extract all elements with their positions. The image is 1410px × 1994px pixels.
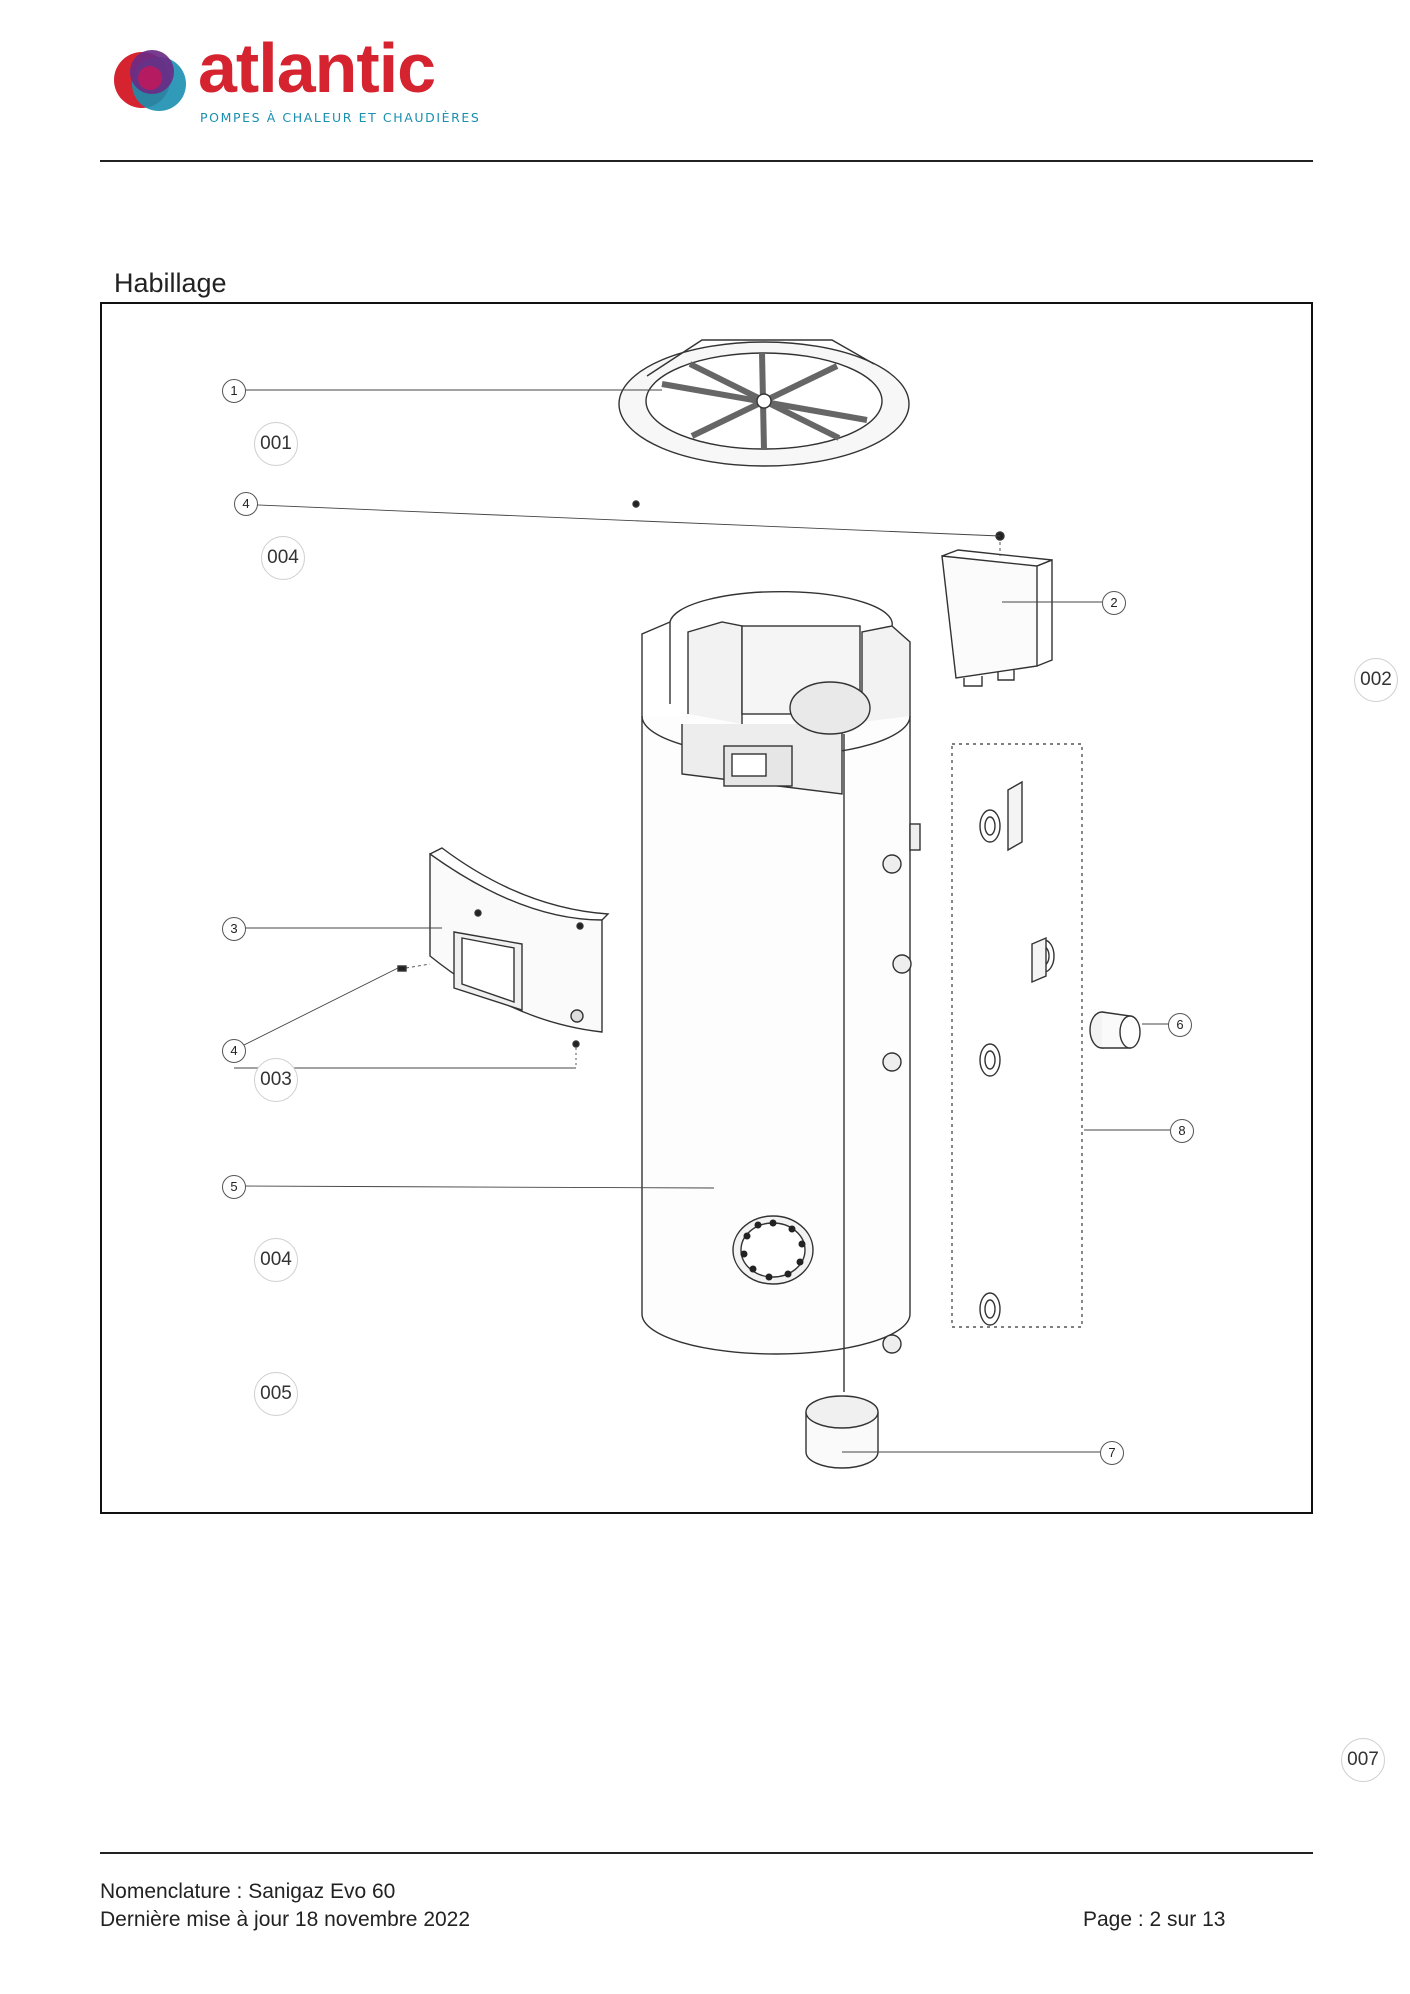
exploded-view-drawing [233,339,1178,1469]
front-panel-part [429,847,610,1033]
section-title: Habillage [114,268,227,298]
code-tag-007: 007 [1341,1738,1385,1782]
callout-2: 2 [1102,591,1126,615]
code-tag-004-top: 004 [261,536,305,580]
logo-tagline: POMPES À CHALEUR ET CHAUDIÈRES [200,110,481,125]
callout-7: 7 [1100,1441,1124,1465]
code-tag-001: 001 [254,422,298,466]
code-tag-002: 002 [1354,658,1398,702]
seal-kit-part [979,780,1055,1326]
callout-3: 3 [222,917,246,941]
callout-1: 1 [222,379,246,403]
code-tag-005: 005 [254,1372,298,1416]
footer-nomenclature: Nomenclature : Sanigaz Evo 60 [100,1880,396,1903]
foot-cap-part [805,1395,879,1469]
header-rule [100,160,1313,162]
footer-updated: Dernière mise à jour 18 novembre 2022 [100,1908,471,1931]
callout-4-front: 4 [222,1039,246,1063]
callout-8: 8 [1170,1119,1194,1143]
callout-4-top: 4 [234,492,258,516]
logo-wordmark: atlantic [198,29,436,107]
callout-6: 6 [1168,1013,1192,1037]
code-tag-003: 003 [254,1058,298,1102]
atlantic-logo: atlantic POMPES À CHALEUR ET CHAUDIÈRES [112,29,492,136]
top-lid-part [618,339,910,467]
logo-mark-icon [114,50,186,111]
water-heater-body [641,590,921,1392]
exploded-view-frame: 1 4 2 3 4 5 6 8 7 [100,302,1313,1514]
callout-5: 5 [222,1175,246,1199]
small-cap-part [1089,1011,1141,1049]
footer-page-number: Page : 2 sur 13 [1083,1908,1226,1931]
footer-rule [100,1852,1313,1854]
code-tag-004-bottom: 004 [254,1238,298,1282]
rear-cover-part [941,549,1053,687]
